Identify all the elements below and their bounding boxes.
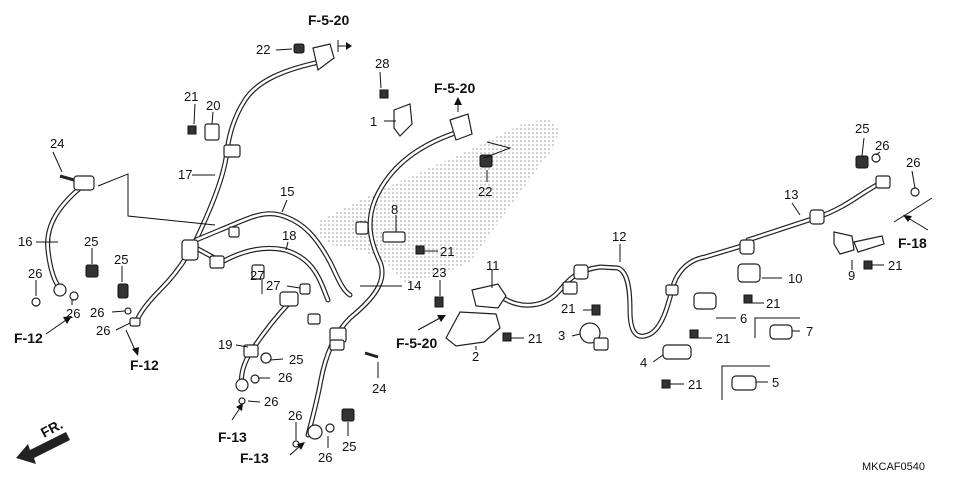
callout-number: 26 [28,266,42,281]
callout-number: 21 [888,258,902,273]
callout-number: 21 [688,377,702,392]
callout-number: 21 [184,89,198,104]
callout-number: 26 [318,450,332,465]
callout-number: 17 [178,167,192,182]
callout-number: 27 [250,268,264,283]
callout-number: 11 [486,258,500,273]
callout-number: 22 [256,42,270,57]
callout-labels: 2416262625252626212017221518272719252626… [14,12,927,473]
callout-number: 21 [440,244,454,259]
callout-number: 12 [612,229,626,244]
callout-number: 7 [806,324,813,339]
callout-number: 25 [289,352,303,367]
callout-number: 8 [391,202,398,217]
section-reference-label[interactable]: F-12 [130,357,159,373]
callout-number: 16 [18,234,32,249]
callout-number: 21 [766,296,780,311]
callout-number: 24 [372,381,386,396]
callout-number: 26 [288,408,302,423]
callout-number: 5 [772,375,779,390]
callout-number: 23 [432,265,446,280]
leader-lines [35,48,916,448]
diagram-code: MKCAF0540 [862,461,925,473]
callout-number: 14 [407,278,421,293]
callout-number: 28 [375,56,389,71]
callout-number: 10 [788,271,802,286]
callout-number: 26 [264,394,278,409]
section-reference-label[interactable]: F-18 [898,235,927,251]
callout-number: 20 [206,98,220,113]
callout-number: 26 [96,323,110,338]
callout-number: 26 [66,306,80,321]
fittings [31,43,933,448]
callout-number: 26 [278,370,292,385]
callout-number: 21 [716,331,730,346]
section-reference-label[interactable]: F-5-20 [396,335,437,351]
callout-number: 6 [740,311,747,326]
arrows [16,40,929,464]
front-direction-arrow-icon [16,432,70,464]
callout-number: 19 [218,337,232,352]
callout-number: 26 [90,305,104,320]
callout-number: 25 [855,121,869,136]
callout-number: 27 [266,278,280,293]
callout-number: 22 [478,184,492,199]
callout-number: 25 [114,252,128,267]
section-reference-label[interactable]: F-5-20 [434,80,475,96]
callout-number: 3 [558,328,565,343]
callout-number: 4 [640,355,647,370]
callout-number: 13 [784,187,798,202]
section-reference-label[interactable]: F-5-20 [308,12,349,28]
callout-number: 26 [906,155,920,170]
section-reference-label[interactable]: F-13 [218,429,247,445]
callout-number: 24 [50,136,64,151]
callout-number: 26 [875,138,889,153]
callout-number: 2 [472,349,479,364]
callout-number: 1 [370,114,377,129]
callout-number: 9 [848,268,855,283]
callout-number: 21 [561,301,575,316]
frame-stipple-area [318,118,560,282]
callout-number: 21 [528,331,542,346]
callout-number: 18 [282,228,296,243]
callout-number: 25 [84,234,98,249]
callout-number: 25 [342,439,356,454]
section-reference-label[interactable]: F-12 [14,330,43,346]
section-reference-label[interactable]: F-13 [240,450,269,466]
callout-number: 15 [280,184,294,199]
